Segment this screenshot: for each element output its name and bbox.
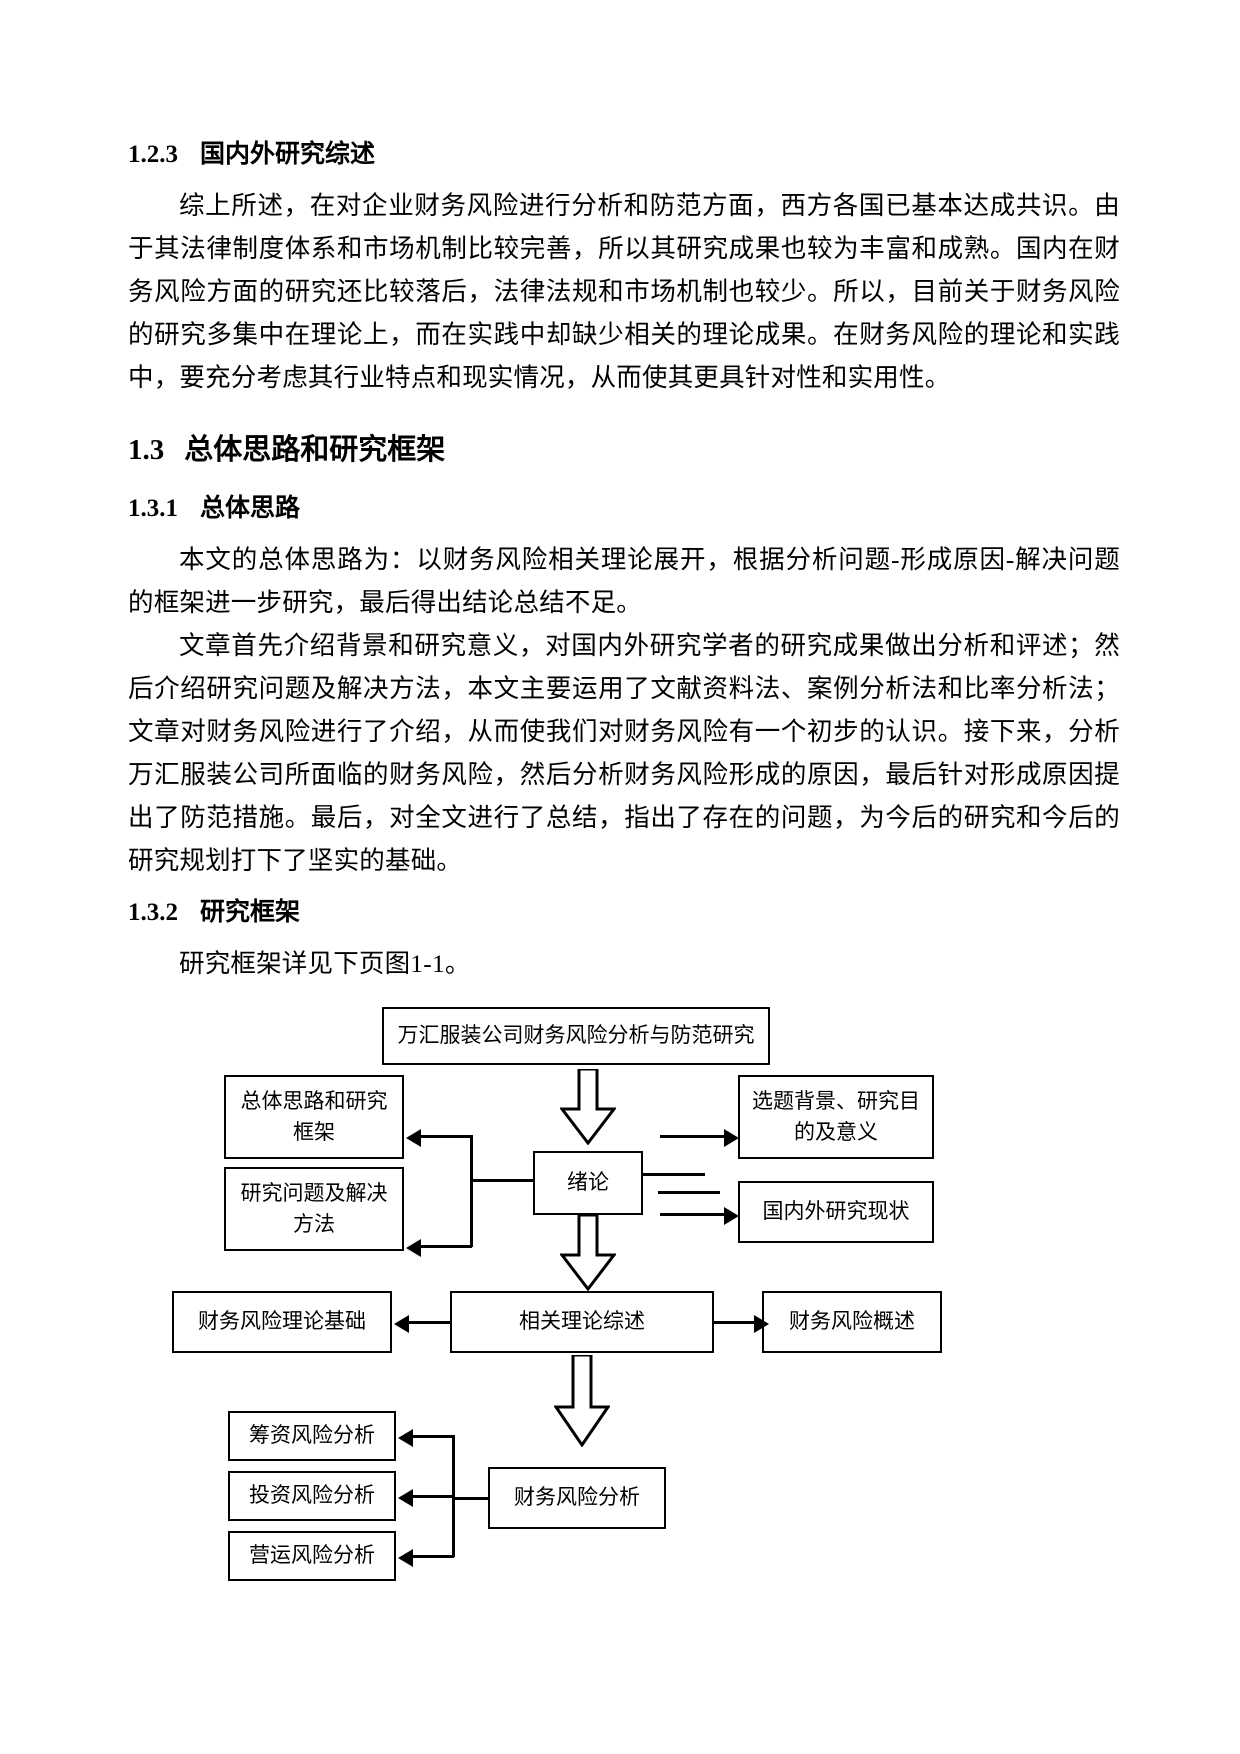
- arrowhead-to-theory-basis: [394, 1314, 409, 1333]
- heading-number: 1.3.1: [128, 494, 178, 522]
- heading-number: 1.2.3: [128, 141, 178, 168]
- flow-node-operating-risk: 营运风险分析: [228, 1530, 396, 1581]
- connector-intro-right-lower: [658, 1190, 720, 1194]
- down-arrow-icon-intro-to-theory: [560, 1214, 616, 1291]
- paragraph-1-3-1-2: 文章首先介绍背景和研究意义，对国内外研究学者的研究成果做出分析和评述；然后介绍研…: [128, 630, 1120, 875]
- flow-node-investment-risk: 投资风险分析: [228, 1470, 396, 1521]
- heading-number: 1.3: [128, 434, 165, 466]
- connector-risk-analysis-left: [452, 1496, 490, 1500]
- heading-1-3-1: 1.3.1 总体思路: [128, 494, 1120, 524]
- connector-intro-right-upper: [643, 1172, 705, 1176]
- heading-text: 总体思路和研究框架: [184, 434, 446, 466]
- down-arrow-icon-theory-to-risk: [554, 1354, 610, 1447]
- flow-node-background: 选题背景、研究目的及意义: [738, 1074, 934, 1159]
- connector-to-research-question: [420, 1244, 472, 1248]
- connector-left-spine: [470, 1134, 473, 1247]
- paragraph-1-3-2-1: 研究框架详见下页图1-1。: [179, 948, 471, 978]
- flow-node-theory-review: 相关理论综述: [450, 1290, 714, 1353]
- arrowhead-to-financing-risk: [398, 1428, 413, 1447]
- flow-node-risk-overview: 财务风险概述: [762, 1290, 942, 1353]
- heading-1-3-2: 1.3.2 研究框架: [128, 898, 1120, 928]
- heading-text: 国内外研究综述: [200, 141, 376, 168]
- arrowhead-to-risk-overview: [754, 1314, 769, 1333]
- paragraph-1-2-3-1: 综上所述，在对企业财务风险进行分析和防范方面，西方各国已基本达成共识。由于其法律…: [128, 191, 1120, 392]
- connector-to-domestic-status: [660, 1212, 726, 1216]
- arrowhead-to-operating-risk: [398, 1548, 413, 1567]
- flow-node-financing-risk: 筹资风险分析: [228, 1410, 396, 1461]
- heading-1-2-3: 1.2.3 国内外研究综述: [128, 140, 1120, 170]
- connector-to-financing-risk: [412, 1434, 454, 1438]
- flow-node-risk-analysis: 财务风险分析: [488, 1466, 666, 1529]
- arrowhead-to-research-question: [406, 1238, 421, 1257]
- flow-node-overall-thought: 总体思路和研究框架: [224, 1074, 404, 1159]
- arrowhead-to-background: [724, 1128, 739, 1147]
- connector-theory-to-overview: [714, 1320, 756, 1324]
- heading-1-3: 1.3 总体思路和研究框架: [128, 433, 1120, 468]
- heading-number: 1.3.2: [128, 898, 178, 926]
- connector-to-background: [660, 1134, 726, 1138]
- down-arrow-icon-title-to-intro: [560, 1068, 616, 1145]
- heading-text: 研究框架: [200, 898, 301, 926]
- arrowhead-to-overall-thought: [406, 1128, 421, 1147]
- connector-to-operating-risk: [412, 1554, 454, 1558]
- connector-theory-to-basis: [408, 1320, 452, 1324]
- connector-intro-left: [470, 1178, 535, 1182]
- flow-node-intro: 绪论: [533, 1150, 643, 1215]
- research-framework-flowchart: 万汇服装公司财务风险分析与防范研究 绪论 总体思路和研究框架 研究问题及解决方法…: [120, 999, 1120, 1609]
- paragraph-1-3-1-1: 本文的总体思路为：以财务风险相关理论展开，根据分析问题-形成原因-解决问题的框架…: [128, 544, 1120, 617]
- flow-node-title: 万汇服装公司财务风险分析与防范研究: [382, 1006, 770, 1065]
- heading-text: 总体思路: [200, 494, 301, 522]
- flow-node-research-question: 研究问题及解决方法: [224, 1166, 404, 1251]
- connector-to-investment-risk: [412, 1494, 454, 1498]
- arrowhead-to-domestic-status: [724, 1206, 739, 1225]
- connector-to-overall-thought: [420, 1134, 472, 1138]
- flow-node-theory-basis: 财务风险理论基础: [172, 1290, 392, 1353]
- flow-node-domestic-status: 国内外研究现状: [738, 1180, 934, 1243]
- arrowhead-to-investment-risk: [398, 1488, 413, 1507]
